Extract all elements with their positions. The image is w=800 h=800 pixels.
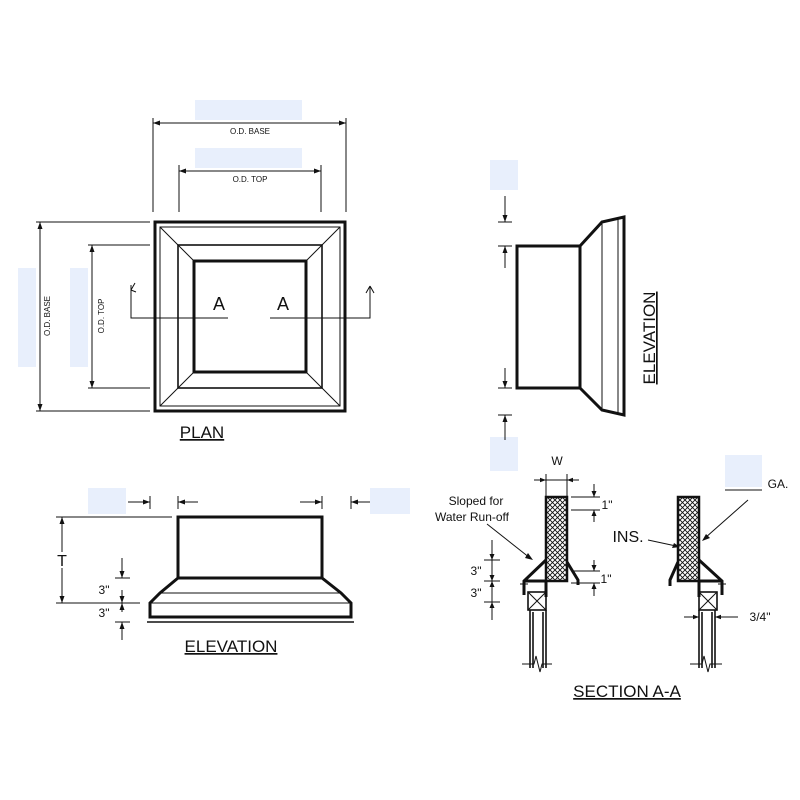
plan-opening (192, 259, 308, 374)
sloped-note-line1: Sloped for (449, 494, 504, 508)
plan-corner-line (305, 371, 341, 407)
front-elevation-curb (176, 515, 324, 578)
dim-1in-bottom: 1" (601, 572, 612, 586)
dim-arrowheads (143, 499, 358, 505)
plan-corner-line (159, 226, 195, 262)
redaction-box (88, 488, 126, 514)
dim-arrowheads (119, 571, 125, 629)
plan-top-outline (177, 244, 323, 389)
plan-view: O.D. BASE O.D. TOP O.D. BASE O.D. TOP A … (36, 118, 375, 442)
dim-3in-section-top: 3" (471, 564, 482, 578)
dim-1in-top: 1" (602, 498, 613, 512)
od-top-label: O.D. TOP (233, 175, 268, 184)
dim-arrowheads (591, 491, 597, 516)
leader-arrowhead (702, 534, 710, 541)
section-cut-right (270, 285, 375, 319)
redaction-box (70, 268, 88, 367)
right-support (698, 610, 716, 668)
redaction-box (490, 160, 518, 190)
redaction-box (195, 100, 302, 120)
label-mask (54, 552, 70, 568)
redaction-boxes (18, 100, 762, 514)
plan-base-outline (153, 220, 347, 413)
left-insulated-wall (544, 495, 569, 583)
od-top-vertical-label: O.D. TOP (97, 299, 106, 334)
sloped-note-line2: Water Run-off (435, 510, 510, 524)
left-break-line (522, 655, 552, 673)
redaction-box (18, 268, 36, 367)
od-base-label: O.D. BASE (230, 127, 270, 136)
right-nailer (698, 591, 718, 611)
gauge-label: GA. (768, 477, 789, 491)
dim-arrowheads (489, 554, 495, 608)
right-nailer-cross (698, 591, 718, 611)
left-nailer-cross (527, 591, 547, 611)
leader-arrowhead (525, 553, 533, 560)
plan-base-inner (159, 226, 341, 407)
dim-arrowheads (591, 565, 597, 589)
right-break-line (690, 655, 722, 673)
section-view: W Sloped for Water Run-off 1" 1" (435, 454, 788, 701)
dim-3in-top: 3" (99, 583, 110, 597)
insulation-leader (647, 539, 677, 547)
left-support (529, 610, 547, 668)
width-label: W (551, 454, 563, 468)
section-cut-label-left: A (213, 294, 225, 314)
plan-corner-line (159, 371, 195, 407)
side-elevation-view: ELEVATION (498, 196, 659, 440)
left-nailer (527, 591, 547, 611)
right-flange-lip (697, 579, 722, 597)
height-label: T (57, 553, 67, 570)
plan-title: PLAN (180, 423, 224, 442)
front-elevation-view: T 3" 3" ELEVATION (54, 496, 370, 656)
dim-3in-section-bottom: 3" (471, 586, 482, 600)
sloped-note-leader (486, 523, 531, 559)
section-cut-left (130, 282, 228, 319)
section-title: SECTION A-A (573, 682, 681, 701)
right-insulated-wall (676, 495, 701, 583)
dim-3in-bottom: 3" (99, 606, 110, 620)
plan-corner-line (305, 226, 341, 262)
redaction-box (370, 488, 410, 514)
dim-3-4in: 3/4" (750, 610, 771, 624)
front-elevation-title: ELEVATION (185, 637, 278, 656)
section-cut-label-right: A (277, 294, 289, 314)
dim-arrowheads (693, 614, 721, 620)
side-elevation-flange (578, 215, 626, 417)
gauge-leader (704, 499, 749, 539)
redaction-box (725, 455, 762, 487)
front-elevation-flange (148, 576, 353, 619)
leader-arrowhead (672, 543, 680, 548)
redaction-box (490, 437, 518, 471)
side-elevation-title: ELEVATION (640, 292, 659, 385)
od-base-vertical-label: O.D. BASE (43, 296, 52, 336)
insulation-label: INS. (612, 529, 643, 546)
redaction-box (195, 148, 302, 168)
side-elevation-curb (515, 244, 582, 390)
